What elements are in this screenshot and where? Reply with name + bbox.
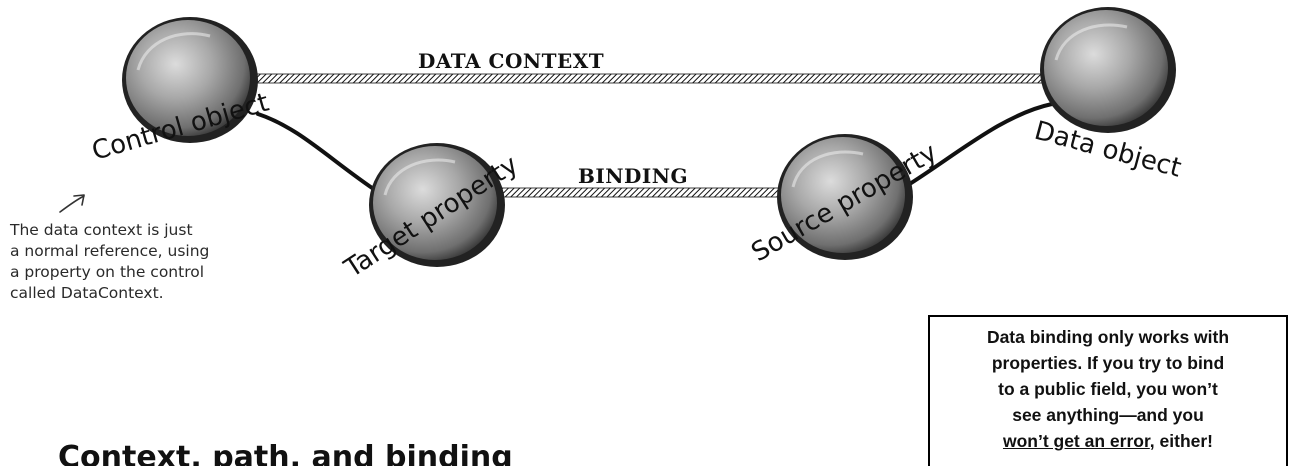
control-to-target-connector [256,112,380,194]
note-line: see anything—and you [1012,405,1204,425]
binding-link [499,187,786,198]
note-line: won’t get an error, either! [936,428,1280,454]
note-line: Data binding only works with [986,327,1230,347]
note-emphasis: won’t get an error [1002,431,1150,451]
warning-note-box: Data binding only works with properties.… [928,315,1288,466]
note-line: to a public field, you won’t [998,379,1218,399]
data-context-annotation: The data context is just a normal refere… [10,220,340,304]
annotation-line: called DataContext. [10,284,164,302]
data-context-label: DATA CONTEXT [418,49,604,73]
source-to-data-connector [898,102,1054,192]
annotation-arrow [59,194,85,213]
data-object-node [1040,7,1176,133]
section-heading: Context, path, and binding [58,440,513,466]
target-property-node [369,143,505,267]
annotation-line: a property on the control [10,263,205,281]
binding-label: BINDING [578,164,688,188]
note-line-end: , either! [1149,431,1214,451]
source-property-node [777,134,913,260]
note-line: properties. If you try to bind [991,353,1225,373]
annotation-line: The data context is just [10,221,193,239]
control-object-node [122,17,258,143]
data-context-link [254,73,1046,84]
annotation-line: a normal reference, using [10,242,210,260]
